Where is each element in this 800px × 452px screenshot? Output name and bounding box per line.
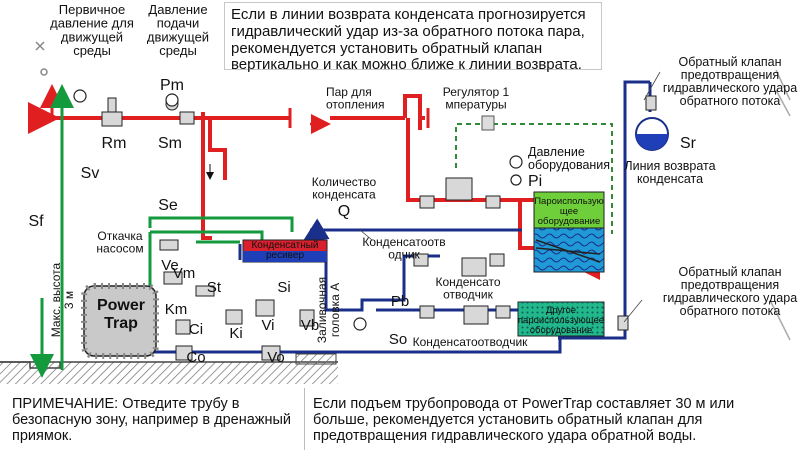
steam-equipment-box: [533, 191, 605, 273]
note-lift-30m: Если подъем трубопровода от PowerTrap со…: [304, 388, 798, 450]
label-vm: Vm: [173, 265, 196, 282]
label-ve: Ve: [161, 257, 179, 274]
label-fill-head: Заливочнаяголовка A: [315, 277, 342, 343]
label-ki: Ki: [229, 325, 242, 342]
fittings: [101, 95, 657, 361]
control-line: [455, 123, 613, 234]
label-trap-3: Конденсатоотводчик: [413, 335, 529, 349]
label-pi: Pi: [528, 173, 542, 190]
label-ci: Ci: [189, 321, 203, 338]
condensate-receiver: [242, 239, 328, 263]
label-q: Q: [338, 203, 350, 220]
label-pm: Pm: [160, 77, 184, 94]
powertrap-body: [81, 283, 159, 359]
label-vi: Vi: [261, 317, 274, 334]
misc-icons: [35, 41, 791, 341]
floor: [0, 353, 338, 384]
label-pb: Pb: [391, 293, 409, 310]
note-drain-pit: ПРИМЕЧАНИЕ: Отведите трубу в безопасную …: [6, 388, 298, 450]
return-tank: [635, 117, 669, 151]
label-sf: Sf: [28, 213, 44, 230]
gauges: [73, 89, 523, 331]
regulator-head: [481, 115, 495, 131]
label-sm: Sm: [158, 135, 182, 152]
other-equipment-box: [517, 301, 605, 337]
label-km: Km: [165, 301, 188, 318]
label-se: Se: [158, 197, 178, 214]
label-vb: Vb: [301, 317, 319, 334]
label-vo: Vo: [267, 349, 285, 366]
label-rm: Rm: [102, 135, 127, 152]
label-st: St: [207, 279, 222, 296]
label-sv: Sv: [81, 165, 100, 182]
note-check-valve-return: Если в линии возврата конденсата прогноз…: [224, 2, 602, 73]
label-co: Co: [186, 349, 205, 366]
label-sr: Sr: [680, 135, 697, 152]
leader-lines: [359, 71, 661, 323]
label-si: Si: [277, 279, 290, 296]
label-max-height: Макс. высота3 м: [49, 262, 76, 337]
label-so: So: [389, 331, 407, 348]
